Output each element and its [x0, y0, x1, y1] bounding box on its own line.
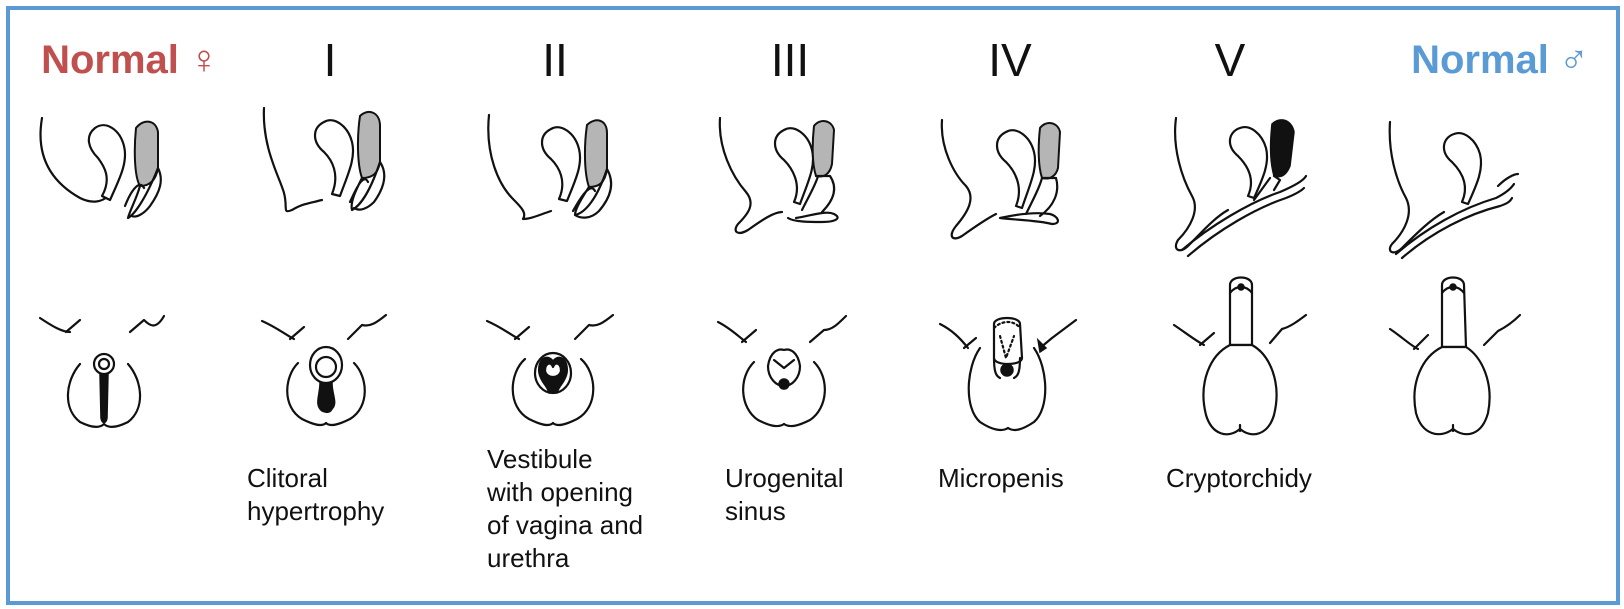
caption-stage-1-line: Clitoral — [247, 462, 384, 495]
caption-stage-1-line: hypertrophy — [247, 495, 384, 528]
sagittal-stage-4 — [942, 120, 1060, 238]
caption-stage-4: Micropenis — [938, 462, 1064, 495]
sagittal-normal-female — [41, 118, 161, 218]
external-stage-2 — [487, 315, 613, 425]
sagittal-stage-2 — [488, 115, 611, 219]
caption-stage-3: Urogenital sinus — [725, 462, 844, 528]
caption-stage-2-line: of vagina and — [487, 509, 643, 542]
caption-stage-2: Vestibule with opening of vagina and ure… — [487, 443, 643, 575]
external-stage-1 — [262, 315, 386, 425]
sagittal-stage-1 — [264, 108, 384, 211]
sagittal-normal-male — [1390, 122, 1518, 258]
external-stage-4 — [940, 318, 1076, 430]
caption-stage-3-line: sinus — [725, 495, 844, 528]
caption-stage-5-line: Cryptorchidy — [1166, 462, 1312, 495]
caption-stage-5: Cryptorchidy — [1166, 462, 1312, 495]
caption-stage-4-line: Micropenis — [938, 462, 1064, 495]
external-stage-5 — [1174, 278, 1306, 435]
external-stage-3 — [718, 316, 846, 426]
caption-stage-2-line: Vestibule — [487, 443, 643, 476]
caption-stage-2-line: urethra — [487, 542, 643, 575]
external-normal-female — [40, 316, 164, 427]
external-normal-male — [1390, 278, 1520, 435]
caption-stage-1: Clitoral hypertrophy — [247, 462, 384, 528]
caption-stage-3-line: Urogenital — [725, 462, 844, 495]
caption-stage-2-line: with opening — [487, 476, 643, 509]
sagittal-stage-3 — [720, 118, 838, 233]
sagittal-stage-5 — [1175, 118, 1306, 256]
